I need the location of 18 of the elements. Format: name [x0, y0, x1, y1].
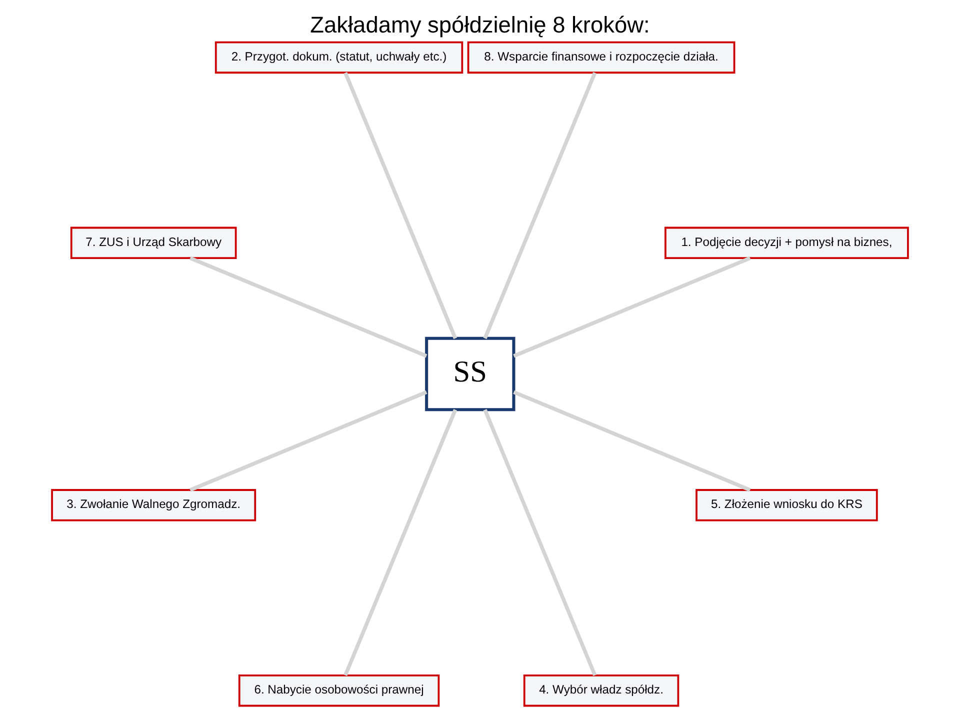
- connector: [188, 390, 427, 492]
- diagram-title: Zakładamy spółdzielnię 8 kroków:: [310, 11, 650, 38]
- node-box: 4. Wybór władz spółdz.: [522, 674, 679, 707]
- node-box: 5. Złożenie wniosku do KRS: [695, 489, 878, 522]
- node-box: 3. Zwołanie Walnego Zgromadz.: [50, 489, 256, 522]
- connector: [512, 256, 750, 358]
- node-box: 8. Wsparcie finansowe i rozpoczęcie działa.: [466, 41, 735, 74]
- connector: [343, 409, 457, 676]
- node-box: 7. ZUS i Urząd Skarbowy: [70, 226, 236, 260]
- connector: [343, 72, 457, 340]
- node-box: 1. Podjęcie decyzji + pomysł na biznes,: [664, 226, 908, 260]
- connector: [512, 390, 750, 492]
- connector: [482, 72, 596, 340]
- connector: [188, 256, 427, 358]
- node-box: 2. Przygot. dokum. (statut, uchwały etc.): [214, 41, 463, 74]
- node-box: 6. Nabycie osobowości prawnej: [238, 674, 440, 707]
- node-box: SS: [424, 336, 515, 412]
- connector: [482, 409, 596, 676]
